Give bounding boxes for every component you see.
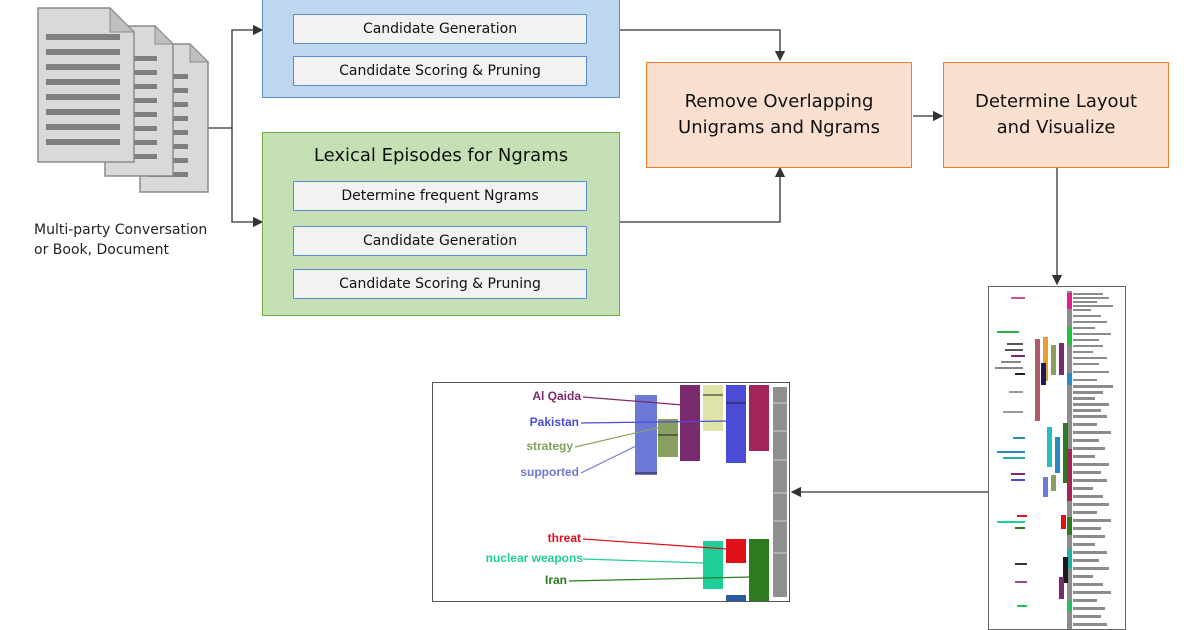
zoom-label-pakistan: Pakistan	[529, 415, 579, 429]
merge-box: Remove Overlapping Unigrams and Ngrams	[646, 62, 912, 168]
zoom-label-strategy: strategy	[526, 439, 573, 453]
zoom-label-threat: threat	[547, 531, 581, 545]
ngram-section-title: Lexical Episodes for Ngrams	[313, 145, 569, 166]
zoom-label-supported: supported	[520, 465, 579, 479]
unigram-step-candidate-generation: Candidate Generation	[293, 14, 587, 44]
document-stack-icon	[37, 6, 210, 193]
full-visualization-thumbnail	[988, 286, 1126, 630]
zoom-label-al-qaida: Al Qaida	[532, 389, 581, 403]
ngram-step-frequent: Determine frequent Ngrams	[293, 181, 587, 211]
unigram-section: Candidate Generation Candidate Scoring &…	[262, 0, 620, 98]
zoom-label-nuclear-weapons: nuclear weapons	[485, 551, 583, 565]
zoom-graphic	[568, 385, 787, 601]
input-caption: Multi-party Conversation or Book, Docume…	[34, 222, 208, 258]
layout-box: Determine Layout and Visualize	[943, 62, 1169, 168]
unigram-step-scoring-pruning: Candidate Scoring & Pruning	[293, 56, 587, 86]
zoom-label-iran: Iran	[544, 573, 567, 587]
zoomed-visualization: Al Qaida Pakistan strategy supported thr…	[432, 382, 790, 602]
ngram-section: Lexical Episodes for Ngrams Determine fr…	[262, 132, 620, 316]
thumbnail-graphic	[995, 291, 1113, 629]
ngram-step-scoring-pruning: Candidate Scoring & Pruning	[293, 269, 587, 299]
ngram-step-candidate-generation: Candidate Generation	[293, 226, 587, 256]
